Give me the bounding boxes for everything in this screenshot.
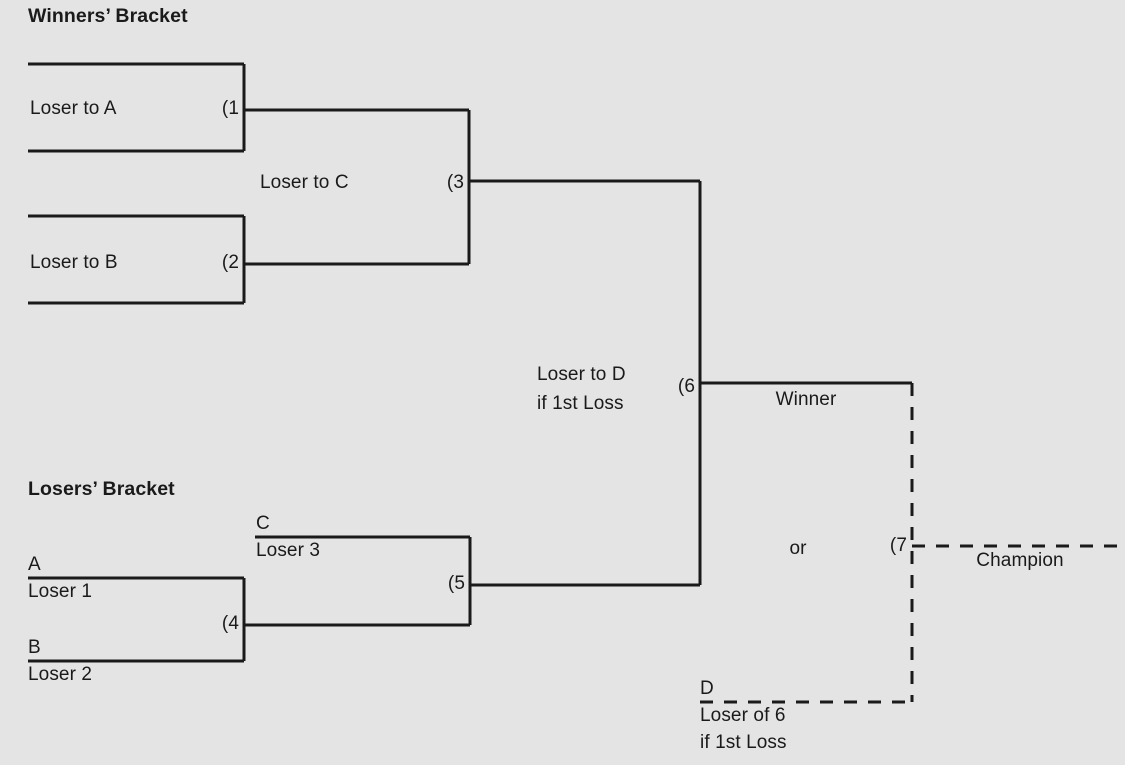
match6-number: (6 xyxy=(677,376,695,397)
slot-b-code: B xyxy=(28,637,41,658)
winner-label: Winner xyxy=(775,389,837,410)
slot-a-source: Loser 1 xyxy=(28,581,93,602)
match5-number: (5 xyxy=(447,573,465,594)
match3-number: (3 xyxy=(446,172,464,193)
or-label: or xyxy=(789,538,807,559)
slot-a-code: A xyxy=(28,554,41,575)
winners-bracket-heading: Winners’ Bracket xyxy=(28,5,188,27)
match7-number: (7 xyxy=(889,535,907,556)
slot-c-code: C xyxy=(256,513,270,534)
champion-label: Champion xyxy=(976,550,1064,571)
match6-label-line2: if 1st Loss xyxy=(537,393,624,414)
losers-bracket-heading: Losers’ Bracket xyxy=(28,478,175,500)
slot-c-source: Loser 3 xyxy=(256,540,321,561)
match3-label: Loser to C xyxy=(260,172,349,193)
match1-label: Loser to A xyxy=(30,98,117,119)
match4-number: (4 xyxy=(221,613,239,634)
slot-d-code: D xyxy=(700,678,714,699)
match1-number: (1 xyxy=(221,98,239,119)
slot-d-source-line2: if 1st Loss xyxy=(700,732,787,753)
slot-d-source-line1: Loser of 6 xyxy=(700,705,786,726)
slot-b-source: Loser 2 xyxy=(28,664,93,685)
match6-label-line1: Loser to D xyxy=(537,364,626,385)
match2-number: (2 xyxy=(221,252,239,273)
match2-label: Loser to B xyxy=(30,252,118,273)
